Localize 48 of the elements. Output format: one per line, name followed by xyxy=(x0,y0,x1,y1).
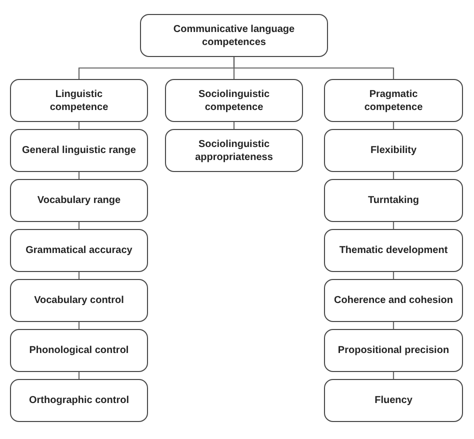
connector-line xyxy=(78,322,80,329)
node-label: Flexibility xyxy=(370,144,417,157)
category-box xyxy=(10,229,148,272)
category-box xyxy=(10,279,148,322)
connector-line xyxy=(78,122,80,129)
connector-line xyxy=(233,122,235,129)
category-box xyxy=(10,379,148,422)
node-label: Vocabulary control xyxy=(34,294,124,307)
connector-line xyxy=(78,222,80,229)
node-label: Pragmatic competence xyxy=(363,88,424,114)
connector-line xyxy=(392,272,394,279)
connector-line xyxy=(78,372,80,379)
category-box xyxy=(10,79,148,122)
category-box xyxy=(10,329,148,372)
node-label: Vocabulary range xyxy=(37,194,121,207)
node-label: Thematic development xyxy=(339,244,448,257)
node-label: Communicative language competences xyxy=(172,22,296,48)
node-label: Linguistic competence xyxy=(48,88,110,114)
category-box xyxy=(324,79,463,122)
node-label: General linguistic range xyxy=(22,144,136,157)
category-box xyxy=(324,229,463,272)
connector-line xyxy=(392,172,394,179)
node-label: Fluency xyxy=(374,394,412,407)
category-box xyxy=(324,129,463,172)
connector-line xyxy=(233,57,394,79)
node-label: Grammatical accuracy xyxy=(26,244,132,257)
connector-line xyxy=(392,122,394,129)
category-box xyxy=(165,129,303,172)
category-box xyxy=(324,379,463,422)
category-box xyxy=(324,179,463,222)
node-label: Coherence and cohesion xyxy=(334,294,453,307)
connector-line xyxy=(392,372,394,379)
node-label: Sociolinguistic competence xyxy=(197,88,271,114)
connector-line xyxy=(78,172,80,179)
category-box xyxy=(324,279,463,322)
node-label: Phonological control xyxy=(29,344,129,357)
category-box xyxy=(10,129,148,172)
category-box xyxy=(165,79,303,122)
node-label: Propositional precision xyxy=(338,344,450,357)
node-label: Turntaking xyxy=(368,194,419,207)
root-box xyxy=(140,14,328,57)
connector-line xyxy=(392,322,394,329)
connector-line xyxy=(78,272,80,279)
node-label: Sociolinguistic appropriateness xyxy=(194,138,274,164)
node-label: Orthographic control xyxy=(29,394,129,407)
category-box xyxy=(324,329,463,372)
category-box xyxy=(10,179,148,222)
connector-line xyxy=(392,222,394,229)
